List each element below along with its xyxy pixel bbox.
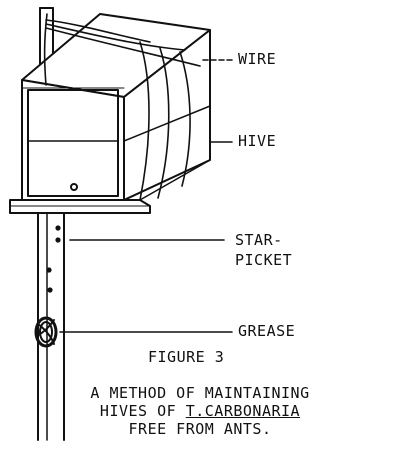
- caption-prefix: HIVES OF: [99, 402, 186, 420]
- hive-box: [21, 13, 211, 201]
- wire-straps: [43, 13, 201, 201]
- label-star-picket-line1: STAR-: [235, 231, 283, 249]
- figure-caption-line1: A METHOD OF MAINTAINING: [90, 384, 310, 402]
- figure-caption-line3: FREE FROM ANTS.: [128, 420, 272, 438]
- leader-lines: [59, 59, 233, 333]
- grease-band: [34, 316, 58, 348]
- figure-number: FIGURE 3: [148, 348, 225, 366]
- platform: [9, 159, 211, 214]
- label-grease: GREASE: [238, 322, 296, 340]
- label-wire: WIRE: [238, 50, 277, 68]
- figure-caption-line2: HIVES OF T.CARBONARIA: [60, 402, 340, 420]
- species-name: T.CARBONARIA: [185, 402, 301, 420]
- label-star-picket-line2: PICKET: [235, 251, 293, 269]
- label-hive: HIVE: [238, 132, 277, 150]
